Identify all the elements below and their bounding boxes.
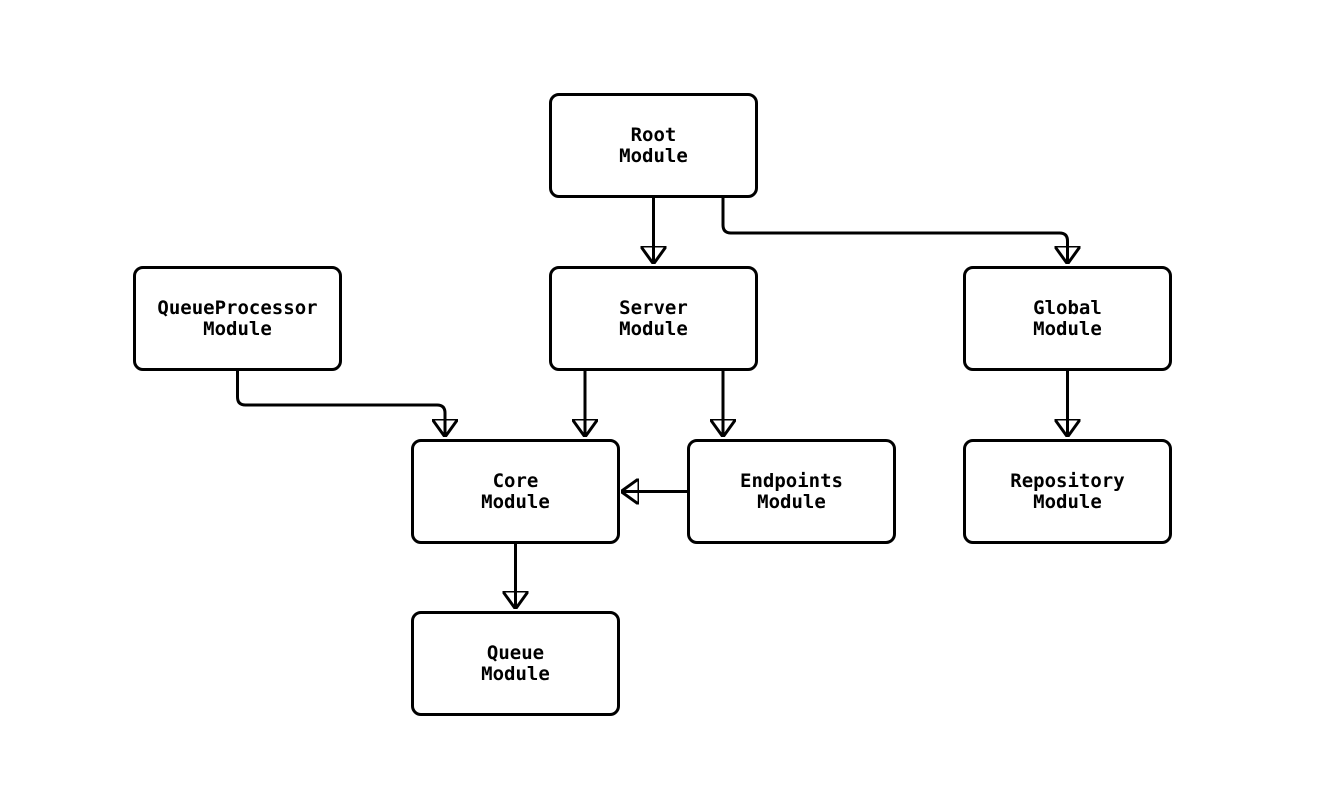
edge-root-to-global <box>721 198 1068 263</box>
node-repository-module: Repository Module <box>963 439 1172 544</box>
node-queue-module: Queue Module <box>411 611 620 716</box>
node-label-line: Module <box>619 144 688 167</box>
node-queueprocessor-module: QueueProcessor Module <box>133 266 342 371</box>
node-label-line: Module <box>481 490 550 513</box>
node-label-line: Queue <box>486 641 545 664</box>
node-label-line: Module <box>619 317 688 340</box>
node-label-line: Server <box>619 296 688 319</box>
node-label-line: Module <box>481 662 550 685</box>
node-label-line: Module <box>1033 490 1102 513</box>
node-label-line: Global <box>1033 296 1102 319</box>
node-label-line: Module <box>1033 317 1102 340</box>
edge-queueprocessor-to-core <box>236 371 446 436</box>
node-label-line: QueueProcessor <box>157 296 318 319</box>
node-label-line: Core <box>492 469 539 492</box>
node-core-module: Core Module <box>411 439 620 544</box>
node-endpoints-module: Endpoints Module <box>687 439 896 544</box>
node-root-module: Root Module <box>549 93 758 198</box>
node-label-line: Endpoints <box>740 469 843 492</box>
node-label-line: Root <box>630 123 677 146</box>
node-label-line: Module <box>203 317 272 340</box>
node-label-line: Module <box>757 490 826 513</box>
node-server-module: Server Module <box>549 266 758 371</box>
node-global-module: Global Module <box>963 266 1172 371</box>
node-label-line: Repository <box>1010 469 1125 492</box>
